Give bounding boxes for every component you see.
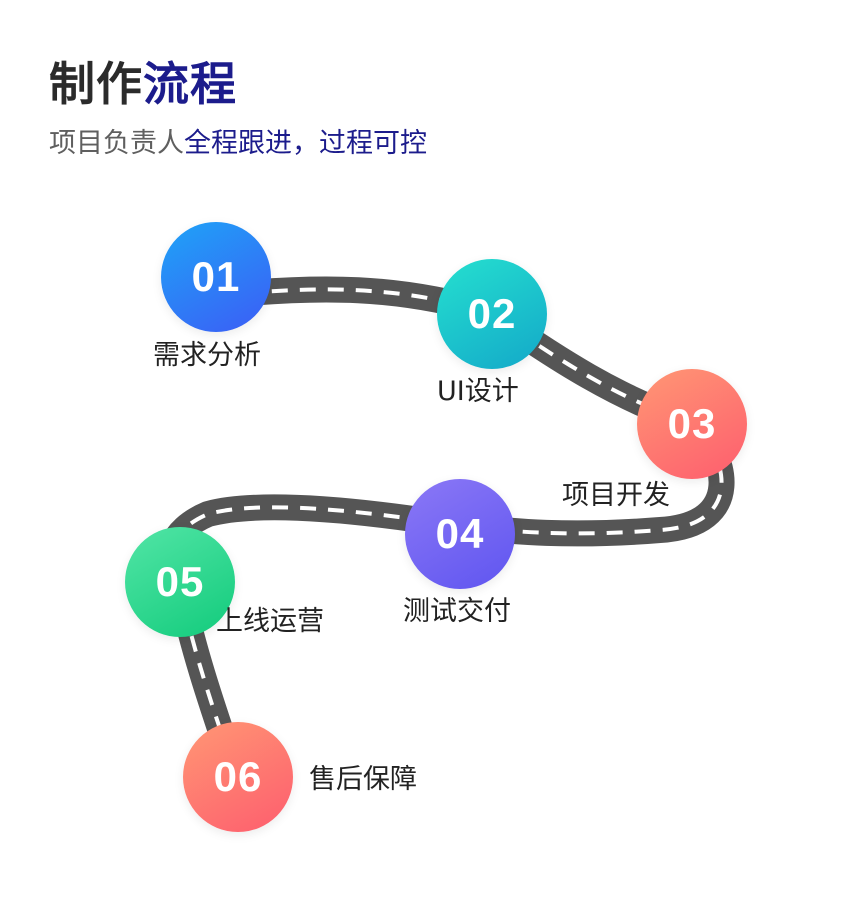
step-05-circle: 05: [125, 527, 235, 637]
step-04-number: 04: [435, 510, 485, 557]
step-05-number: 05: [155, 558, 205, 605]
step-02-label: UI设计: [437, 376, 519, 407]
page-title: 制作流程: [49, 52, 237, 116]
step-02-circle: 02: [437, 259, 547, 369]
page-subtitle: 项目负责人全程跟进，过程可控: [49, 124, 427, 164]
step-06-label: 售后保障: [309, 764, 417, 795]
step-01-label: 需求分析: [153, 340, 261, 371]
step-06-circle: 06: [183, 722, 293, 832]
step-04-circle: 04: [405, 479, 515, 589]
step-01-number: 01: [191, 253, 241, 300]
road-center-dash: [167, 287, 724, 777]
step-05-label: 上线运营: [216, 606, 324, 637]
page-subtitle-part1: 项目负责人: [49, 128, 184, 159]
step-03-label: 项目开发: [562, 480, 670, 511]
page-subtitle-part2: 全程跟进，过程可控: [184, 128, 427, 159]
step-06-number: 06: [213, 753, 263, 800]
page-title-part1: 制作: [49, 57, 143, 111]
step-03-circle: 03: [637, 369, 747, 479]
step-04-label: 测试交付: [403, 596, 511, 627]
step-01-circle: 01: [161, 222, 271, 332]
step-03-number: 03: [667, 400, 717, 447]
page-title-part2: 流程: [143, 57, 237, 111]
step-02-number: 02: [467, 290, 517, 337]
